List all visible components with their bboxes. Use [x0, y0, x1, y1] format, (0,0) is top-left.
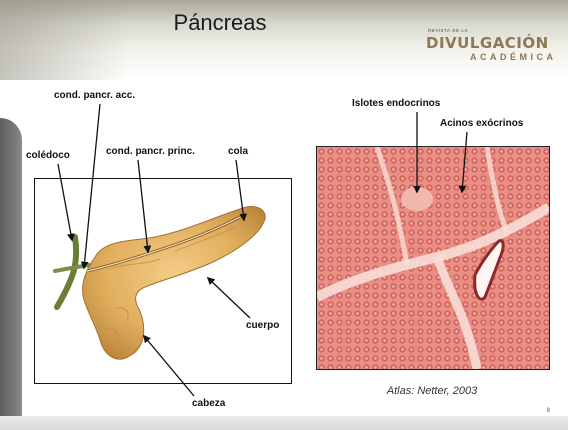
label-cond-pancr-princ: cond. pancr. princ.: [106, 146, 195, 157]
logo-main-text: DIVULGACIÓN: [426, 34, 549, 52]
endocrine-islet: [401, 187, 433, 211]
label-coledoco: colédoco: [26, 150, 70, 161]
logo-small-text: REVISTA DE LA: [428, 28, 468, 33]
histology-micrograph: [317, 147, 549, 369]
logo-sub-text: ACADÉMICA: [470, 52, 557, 62]
left-decorative-tab: [0, 118, 22, 430]
pancreas-illustration: [35, 179, 291, 383]
label-cond-pancr-acc: cond. pancr. acc.: [54, 90, 135, 101]
footer-band: [0, 416, 568, 430]
label-cuerpo: cuerpo: [246, 320, 279, 331]
label-acinos: Acinos exócrinos: [440, 118, 523, 129]
page-number: 8: [547, 408, 550, 414]
divulgacion-academica-logo: REVISTA DE LA DIVULGACIÓN ACADÉMICA: [422, 28, 562, 74]
figure-caption: Atlas: Netter, 2003: [316, 385, 548, 397]
pancreas-illustration-frame: [34, 178, 292, 384]
label-cabeza: cabeza: [192, 398, 225, 409]
label-islotes: Islotes endocrinos: [352, 98, 440, 109]
slide-title: Páncreas: [0, 10, 440, 36]
histology-image: [316, 146, 550, 370]
pancreas-shape: [83, 207, 266, 359]
label-cola: cola: [228, 146, 248, 157]
